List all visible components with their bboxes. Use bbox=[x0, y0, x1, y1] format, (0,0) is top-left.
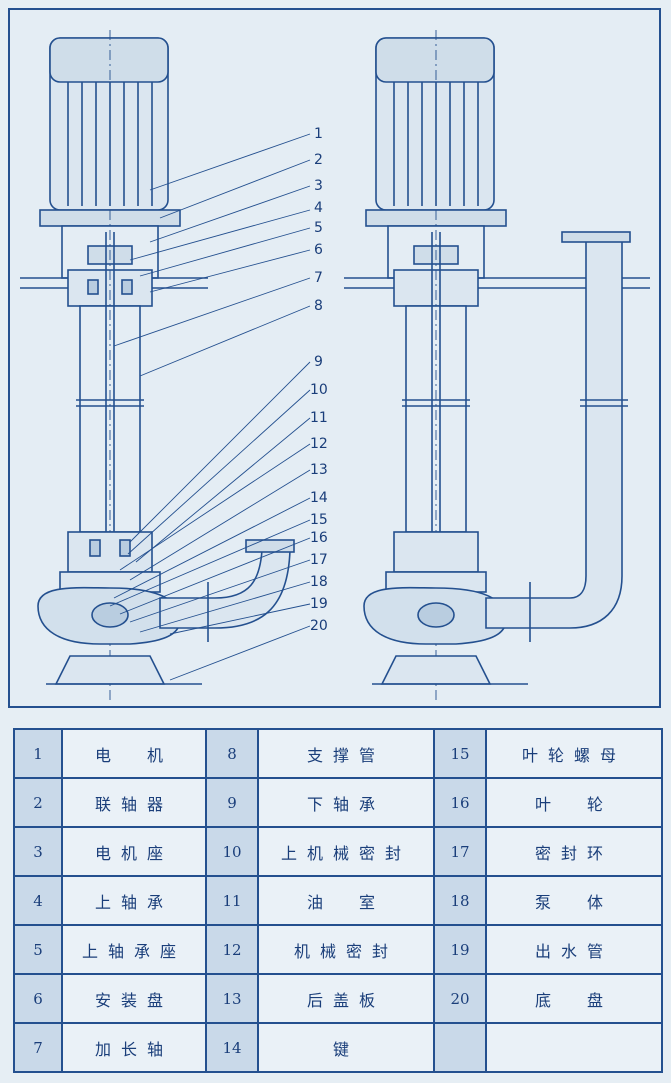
part-number: 15 bbox=[433, 728, 487, 779]
part-name: 机械密封 bbox=[257, 924, 435, 975]
part-name: 电机座 bbox=[61, 826, 207, 877]
table-row: 4 上轴承 11 油 室 18 泵 体 bbox=[13, 875, 663, 926]
callout-4: 4 bbox=[314, 200, 323, 216]
callout-8: 8 bbox=[314, 298, 323, 314]
callout-3: 3 bbox=[314, 178, 323, 194]
part-name: 加长轴 bbox=[61, 1022, 207, 1073]
callout-16: 16 bbox=[310, 530, 328, 546]
callout-leaders bbox=[109, 133, 311, 681]
table-row: 3 电机座 10 上机械密封 17 密封环 bbox=[13, 826, 663, 877]
part-number: 16 bbox=[433, 777, 487, 828]
part-name: 泵 体 bbox=[485, 875, 663, 926]
parts-list-table: 1 电 机 8 支撑管 15 叶轮螺母 2 联轴器 9 下轴承 16 叶 轮 3… bbox=[13, 728, 663, 1073]
part-number: 6 bbox=[13, 973, 63, 1024]
part-number: 5 bbox=[13, 924, 63, 975]
part-name: 支撑管 bbox=[257, 728, 435, 779]
part-number: 9 bbox=[205, 777, 259, 828]
table-row: 5 上轴承座 12 机械密封 19 出水管 bbox=[13, 924, 663, 975]
part-number: 18 bbox=[433, 875, 487, 926]
callout-13: 13 bbox=[310, 462, 328, 478]
left-pump bbox=[20, 30, 295, 700]
callout-19: 19 bbox=[310, 596, 328, 612]
part-number: 3 bbox=[13, 826, 63, 877]
part-name: 上轴承座 bbox=[61, 924, 207, 975]
callout-5: 5 bbox=[314, 220, 323, 236]
part-number: 1 bbox=[13, 728, 63, 779]
callout-10: 10 bbox=[310, 382, 328, 398]
part-name: 上轴承 bbox=[61, 875, 207, 926]
callout-1: 1 bbox=[314, 126, 323, 142]
part-name: 密封环 bbox=[485, 826, 663, 877]
callout-9: 9 bbox=[314, 354, 323, 370]
part-number: 7 bbox=[13, 1022, 63, 1073]
pump-sectional-drawing: 1 2 3 4 5 6 7 8 9 10 11 12 13 14 15 16 1… bbox=[20, 30, 650, 700]
part-name: 油 室 bbox=[257, 875, 435, 926]
pump-drawing-panel: 1 2 3 4 5 6 7 8 9 10 11 12 13 14 15 16 1… bbox=[8, 8, 661, 708]
table-row: 7 加长轴 14 键 bbox=[13, 1022, 663, 1073]
part-number: 14 bbox=[205, 1022, 259, 1073]
part-number bbox=[433, 1022, 487, 1073]
callout-15: 15 bbox=[310, 512, 328, 528]
part-name: 后盖板 bbox=[257, 973, 435, 1024]
part-name: 安装盘 bbox=[61, 973, 207, 1024]
part-name: 底 盘 bbox=[485, 973, 663, 1024]
part-number: 13 bbox=[205, 973, 259, 1024]
discharge-pipe-right bbox=[485, 239, 623, 629]
part-number: 19 bbox=[433, 924, 487, 975]
base-left bbox=[54, 655, 166, 685]
impeller-left bbox=[91, 602, 129, 628]
callout-labels: 1 2 3 4 5 6 7 8 9 10 11 12 13 14 15 16 1… bbox=[310, 126, 328, 634]
part-name bbox=[485, 1022, 663, 1073]
part-number: 11 bbox=[205, 875, 259, 926]
part-name: 电 机 bbox=[61, 728, 207, 779]
callout-14: 14 bbox=[310, 490, 328, 506]
callout-17: 17 bbox=[310, 552, 328, 568]
part-name: 上机械密封 bbox=[257, 826, 435, 877]
part-name: 叶 轮 bbox=[485, 777, 663, 828]
part-number: 12 bbox=[205, 924, 259, 975]
part-number: 8 bbox=[205, 728, 259, 779]
part-number: 17 bbox=[433, 826, 487, 877]
part-name: 联轴器 bbox=[61, 777, 207, 828]
callout-2: 2 bbox=[314, 152, 323, 168]
part-number: 2 bbox=[13, 777, 63, 828]
callout-18: 18 bbox=[310, 574, 328, 590]
part-number: 20 bbox=[433, 973, 487, 1024]
callout-6: 6 bbox=[314, 242, 323, 258]
part-name: 下轴承 bbox=[257, 777, 435, 828]
callout-7: 7 bbox=[314, 270, 323, 286]
callout-12: 12 bbox=[310, 436, 328, 452]
part-name: 键 bbox=[257, 1022, 435, 1073]
table-row: 2 联轴器 9 下轴承 16 叶 轮 bbox=[13, 777, 663, 828]
part-number: 4 bbox=[13, 875, 63, 926]
part-number: 10 bbox=[205, 826, 259, 877]
callout-11: 11 bbox=[310, 410, 328, 426]
callout-20: 20 bbox=[310, 618, 328, 634]
part-name: 叶轮螺母 bbox=[485, 728, 663, 779]
table-row: 1 电 机 8 支撑管 15 叶轮螺母 bbox=[13, 728, 663, 779]
table-row: 6 安装盘 13 后盖板 20 底 盘 bbox=[13, 973, 663, 1024]
part-name: 出水管 bbox=[485, 924, 663, 975]
right-pump bbox=[344, 30, 650, 700]
